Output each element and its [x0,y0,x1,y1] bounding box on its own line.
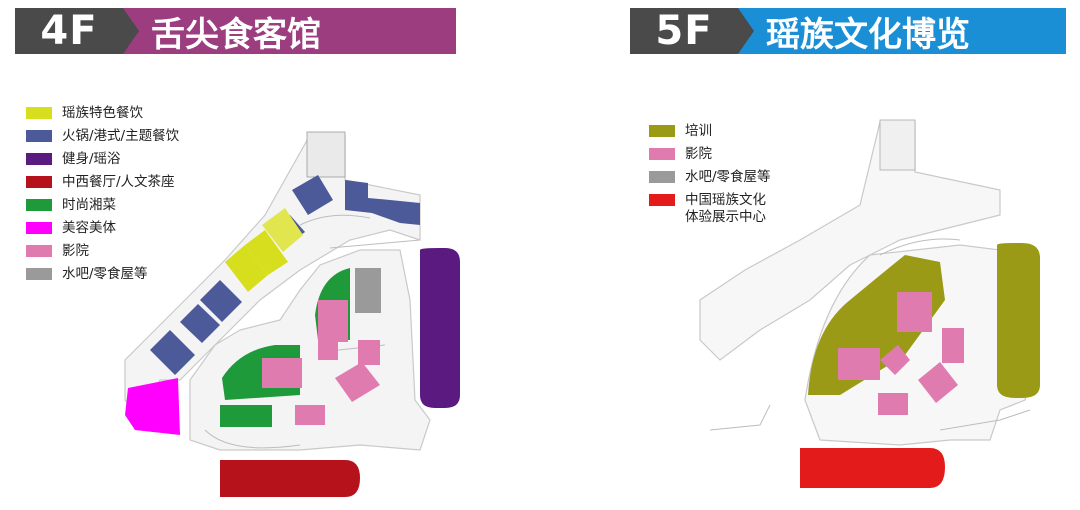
legend-swatch [26,245,52,257]
zone-4f-water-bar [355,268,381,313]
legend-swatch [649,125,675,137]
5f-legend-item: 影院 [649,146,809,169]
legend-5f: 培训影院水吧/零食屋等中国瑶族文化体验展示中心 [649,123,809,232]
zone-4f-yao-food-3 [262,208,303,252]
building-outline-5f [699,121,1031,446]
header-4f: 4F 舌尖食客馆 [15,8,456,55]
legend-swatch [26,222,52,234]
4f-legend-item: 瑶族特色餐饮 [26,105,179,128]
zone-4f-hunan-2 [220,405,272,427]
zone-4f-yao-food-2 [245,230,288,275]
zone-4f-hotpot-mid-1 [200,280,242,322]
4f-legend-item: 时尚湘菜 [26,197,179,220]
4f-legend-item: 美容美体 [26,220,179,243]
legend-label: 培训 [685,123,712,139]
4f-legend-item: 中西餐厅/人文茶座 [26,174,179,197]
legend-label: 影院 [62,243,89,259]
4f-legend-item: 健身/瑶浴 [26,151,179,174]
zone-5f-yao-culture-center [800,448,945,488]
zone-4f-restaurant [220,460,360,497]
5f-legend-item: 培训 [649,123,809,146]
legend-label: 中西餐厅/人文茶座 [62,174,175,190]
legend-label: 水吧/零食屋等 [62,266,148,282]
zone-4f-hotpot-mid-2 [180,304,220,343]
zone-4f-cinema [262,300,380,425]
legend-label: 健身/瑶浴 [62,151,121,167]
structure-lines-5f [709,238,1031,431]
floor-badge-4f: 4F [15,8,123,54]
legend-swatch [649,148,675,160]
4f-legend-item: 水吧/零食屋等 [26,266,179,289]
legend-label: 水吧/零食屋等 [685,169,771,185]
zone-4f-yao-food-1 [225,245,268,292]
title-5f: 瑶族文化博览 [738,8,1066,55]
legend-label: 中国瑶族文化体验展示中心 [685,192,766,225]
legend-label: 火锅/港式/主题餐饮 [62,128,180,144]
block-4f-top-gray [306,131,346,178]
floor-badge-5f: 5F [630,8,738,54]
legend-swatch [26,176,52,188]
legend-swatch [26,199,52,211]
legend-swatch [649,171,675,183]
legend-label: 美容美体 [62,220,116,236]
legend-label: 瑶族特色餐饮 [62,105,143,121]
zone-4f-fitness [420,248,460,408]
legend-swatch [649,194,675,206]
4f-legend-item: 影院 [26,243,179,266]
zone-4f-hotpot-low-1 [150,330,195,375]
zone-4f-beauty [125,378,180,435]
5f-legend-item: 水吧/零食屋等 [649,169,809,192]
zone-4f-hotpot-left-2 [292,175,333,215]
legend-swatch [26,107,52,119]
zone-4f-hotpot-upper [345,180,420,225]
zone-5f-cinema [838,292,964,415]
zone-5f-training-right [997,243,1040,398]
legend-swatch [26,153,52,165]
header-5f: 5F 瑶族文化博览 [630,8,1066,55]
legend-swatch [26,268,52,280]
legend-label: 影院 [685,146,712,162]
legend-label: 时尚湘菜 [62,197,116,213]
legend-4f: 瑶族特色餐饮火锅/港式/主题餐饮健身/瑶浴中西餐厅/人文茶座时尚湘菜美容美体影院… [26,105,179,289]
block-5f-top-gray [879,119,916,171]
legend-swatch [26,130,52,142]
4f-legend-item: 火锅/港式/主题餐饮 [26,128,179,151]
title-4f: 舌尖食客馆 [123,8,456,55]
5f-legend-item: 中国瑶族文化体验展示中心 [649,192,809,232]
